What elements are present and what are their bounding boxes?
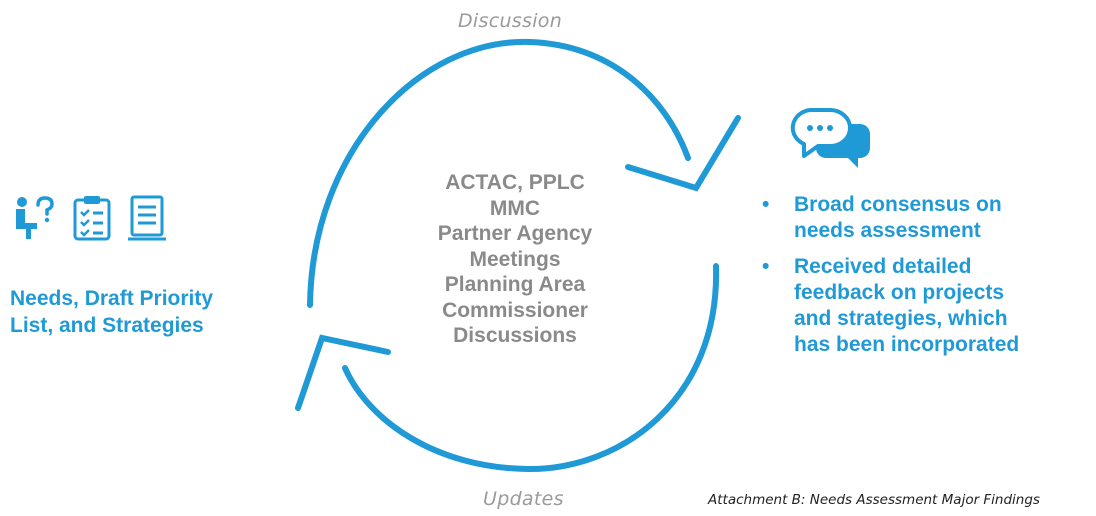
checklist-clipboard-icon (72, 195, 112, 246)
document-icon (126, 195, 168, 246)
upper-cycle-arrow (307, 38, 691, 308)
attachment-caption: Attachment B: Needs Assessment Major Fin… (708, 492, 1040, 508)
upper-arrowhead (625, 115, 741, 192)
bullet-line: Broad consensus on (794, 193, 1002, 216)
left-title-line: Needs, Draft Priority (10, 287, 214, 310)
bullet-marker: • (762, 193, 770, 216)
discussion-label: Discussion (458, 10, 563, 32)
bullet-line: has been incorporated (794, 333, 1020, 356)
center-line: Partner Agency (437, 222, 593, 245)
center-line: MMC (489, 196, 541, 220)
bullet-line: needs assessment (794, 219, 981, 242)
center-line: Meetings (469, 247, 561, 271)
person-question-icon (12, 195, 58, 246)
updates-label: Updates (483, 488, 564, 510)
left-icon-row (12, 195, 168, 246)
lower-cycle-arrow (342, 263, 720, 473)
list-item: • Broad consensus on needs assessment (762, 192, 1092, 244)
findings-list: • Broad consensus on needs assessment • … (762, 192, 1092, 368)
left-title: Needs, Draft Priority List, and Strategi… (10, 285, 213, 339)
lower-arrowhead (295, 334, 391, 411)
bullet-line: feedback on projects (794, 281, 1005, 304)
bullet-marker: • (762, 255, 770, 278)
bullet-line: Received detailed (794, 255, 972, 278)
bullet-line: and strategies, which (794, 307, 1008, 330)
center-line: Commissioner (442, 298, 588, 322)
left-title-line: List, and Strategies (10, 314, 204, 337)
center-line: Discussions (453, 324, 577, 347)
chat-bubbles-icon (788, 108, 874, 175)
center-line: ACTAC, PPLC (445, 171, 585, 194)
list-item: • Received detailed feedback on projects… (762, 254, 1092, 358)
center-text: ACTAC, PPLC MMC Partner Agency Meetings … (390, 170, 640, 349)
center-line: Planning Area (444, 273, 586, 296)
